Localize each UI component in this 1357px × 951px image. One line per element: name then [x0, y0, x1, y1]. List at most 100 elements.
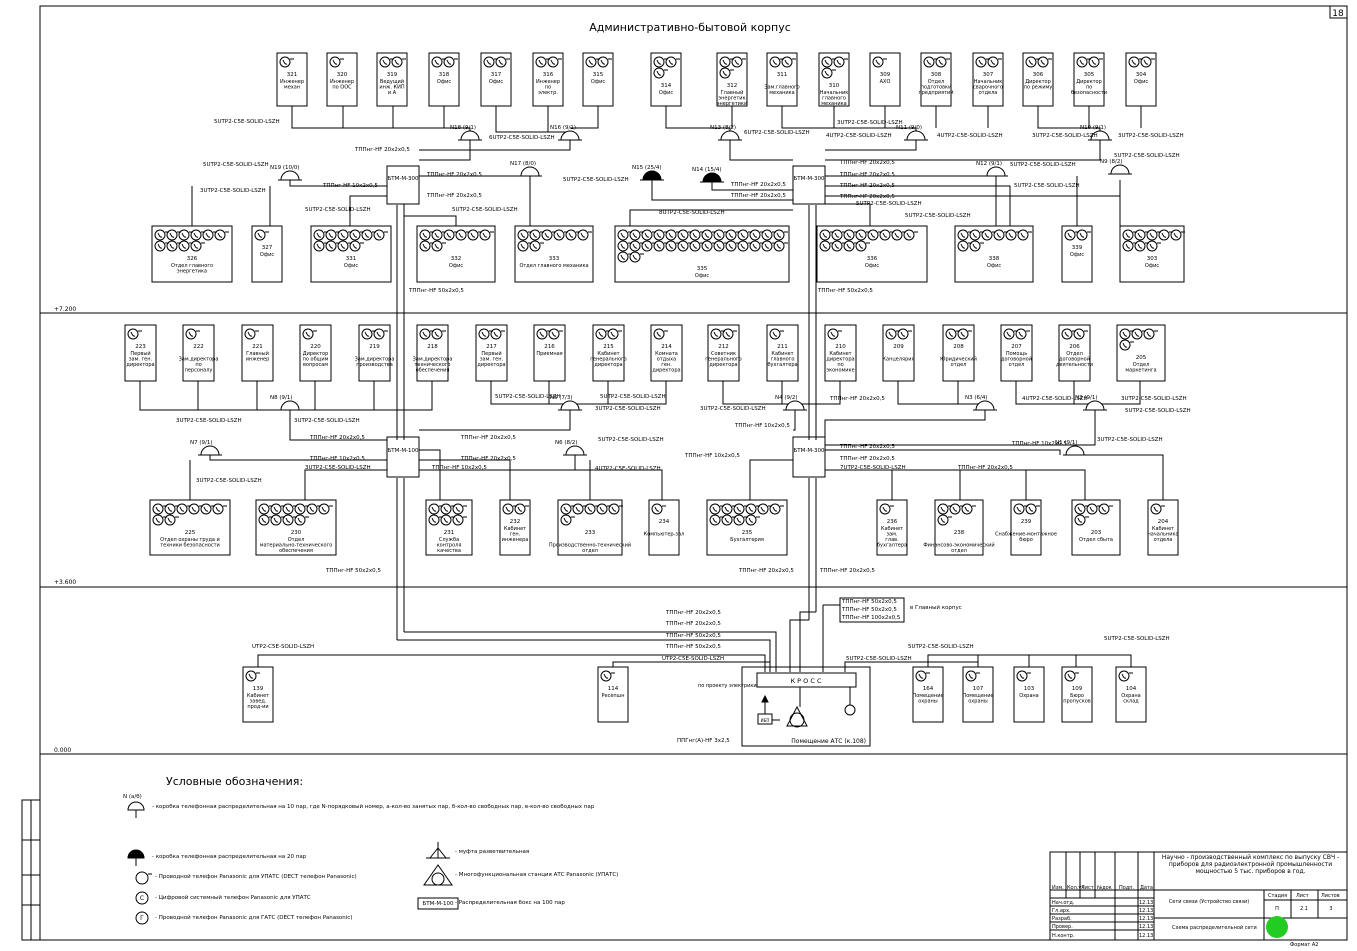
- svg-text:5UTP2-C5E-SOLID-LSZH: 5UTP2-C5E-SOLID-LSZH: [598, 437, 664, 443]
- phone-icon: [1146, 229, 1158, 241]
- svg-text:Гл.арх.: Гл.арх.: [1052, 908, 1071, 914]
- phone-icon: [629, 240, 641, 252]
- room-number: 303: [1147, 256, 1158, 262]
- svg-text:ТППнг-HF 20х2х0,5: ТППнг-HF 20х2х0,5: [460, 435, 516, 441]
- phone-icon: [1088, 56, 1100, 68]
- svg-text:№док: №док: [1097, 885, 1112, 891]
- room-number: 311: [777, 72, 788, 78]
- phone-icon: [1016, 670, 1028, 682]
- junction-box: N5 (7/3): [550, 395, 582, 411]
- phone-icon: [965, 670, 977, 682]
- svg-text:- Цифровой системный телефон P: - Цифровой системный телефон Panasonic д…: [155, 894, 311, 901]
- room-name: Офис: [865, 263, 879, 269]
- phone-icon: [1170, 229, 1182, 241]
- junction-box-label: N19 (10/0): [270, 165, 300, 171]
- svg-text:8UTP2-C5E-SOLID-LSZH: 8UTP2-C5E-SOLID-LSZH: [659, 210, 725, 216]
- room-name: Отдел сбыта: [1079, 537, 1113, 543]
- phone-icon: [1134, 229, 1146, 241]
- room-number: 164: [923, 686, 934, 692]
- phone-icon: [294, 503, 306, 515]
- svg-text:Стадия: Стадия: [1268, 893, 1287, 899]
- phone-icon: [154, 229, 166, 241]
- svg-text:ТППнг-HF 20х2х0,5: ТППнг-HF 20х2х0,5: [665, 610, 721, 616]
- junction-box: N15 (25/4): [632, 165, 664, 181]
- phone-icon: [1017, 229, 1029, 241]
- room-number: 223: [135, 344, 146, 350]
- phone-icon: [737, 240, 749, 252]
- room-number: 309: [880, 72, 891, 78]
- phone-icon: [244, 328, 256, 340]
- room-name: Отдел главного механика: [519, 263, 588, 269]
- svg-text:12.13: 12.13: [1139, 933, 1153, 939]
- phone-icon: [502, 503, 514, 515]
- svg-text:БТМ-М-100: БТМ-М-100: [387, 448, 419, 454]
- svg-text:ТППнг-HF 10х2х0,5: ТППнг-HF 10х2х0,5: [431, 465, 487, 471]
- phone-icon: [713, 229, 725, 241]
- junction-box: N14 (15/4): [692, 167, 724, 183]
- svg-text:3UTP2-C5E-SOLID-LSZH: 3UTP2-C5E-SOLID-LSZH: [700, 406, 766, 412]
- phone-icon: [709, 514, 721, 526]
- phone-icon: [629, 251, 641, 263]
- phone-icon: [833, 56, 845, 68]
- phone-icon: [495, 56, 507, 68]
- room-number: 320: [337, 72, 348, 78]
- phone-icon: [318, 503, 330, 515]
- room-number: 206: [1069, 344, 1080, 350]
- junction-box-label: N2 (9/1): [1075, 395, 1098, 401]
- room-name: Приемная: [536, 351, 562, 357]
- phone-icon: [373, 229, 385, 241]
- room-number: 319: [387, 72, 398, 78]
- svg-text:5UTP2-C5E-SOLID-LSZH: 5UTP2-C5E-SOLID-LSZH: [305, 207, 371, 213]
- phone-icon: [536, 328, 548, 340]
- svg-text:ТППнг-HF 20х2х0,5: ТППнг-HF 20х2х0,5: [839, 160, 895, 166]
- svg-text:Дата: Дата: [1140, 885, 1153, 891]
- room-number: 239: [1021, 519, 1032, 525]
- svg-text:ТППнг-HF 20х2х0,5: ТППнг-HF 20х2х0,5: [957, 465, 1013, 471]
- svg-text:ТППнг-HF 20х2х0,5: ТППнг-HF 20х2х0,5: [730, 182, 786, 188]
- junction-box: N12 (9/1): [976, 161, 1008, 177]
- junction-box-label: N14 (15/4): [692, 167, 722, 173]
- phone-icon: [781, 56, 793, 68]
- phone-icon: [773, 229, 785, 241]
- junction-box-label: N7 (9/1): [190, 440, 213, 446]
- svg-text:ТППнг-HF 20х2х0,5: ТППнг-HF 20х2х0,5: [829, 396, 885, 402]
- phone-icon: [653, 229, 665, 241]
- svg-text:ППГнг(А)-HF 3х2,5: ППГнг(А)-HF 3х2,5: [677, 738, 730, 744]
- room-number: 316: [543, 72, 554, 78]
- svg-text:3UTP2-C5E-SOLID-LSZH: 3UTP2-C5E-SOLID-LSZH: [1121, 396, 1187, 402]
- phone-icon: [749, 229, 761, 241]
- phone-icon: [455, 229, 467, 241]
- junction-box: N6 (8/2): [555, 440, 587, 456]
- svg-text:- Распределительная бокс на 10: - Распределительная бокс на 100 пар: [455, 900, 565, 906]
- phone-icon: [270, 514, 282, 526]
- svg-text:БТМ-М-100: БТМ-М-100: [422, 901, 454, 907]
- phone-icon: [1074, 514, 1086, 526]
- svg-text:12.13: 12.13: [1139, 908, 1153, 914]
- svg-text:5UTP2-C5E-SOLID-LSZH: 5UTP2-C5E-SOLID-LSZH: [1125, 408, 1191, 414]
- svg-text:3UTP2-C5E-SOLID-LSZH: 3UTP2-C5E-SOLID-LSZH: [837, 120, 903, 126]
- phone-icon: [325, 229, 337, 241]
